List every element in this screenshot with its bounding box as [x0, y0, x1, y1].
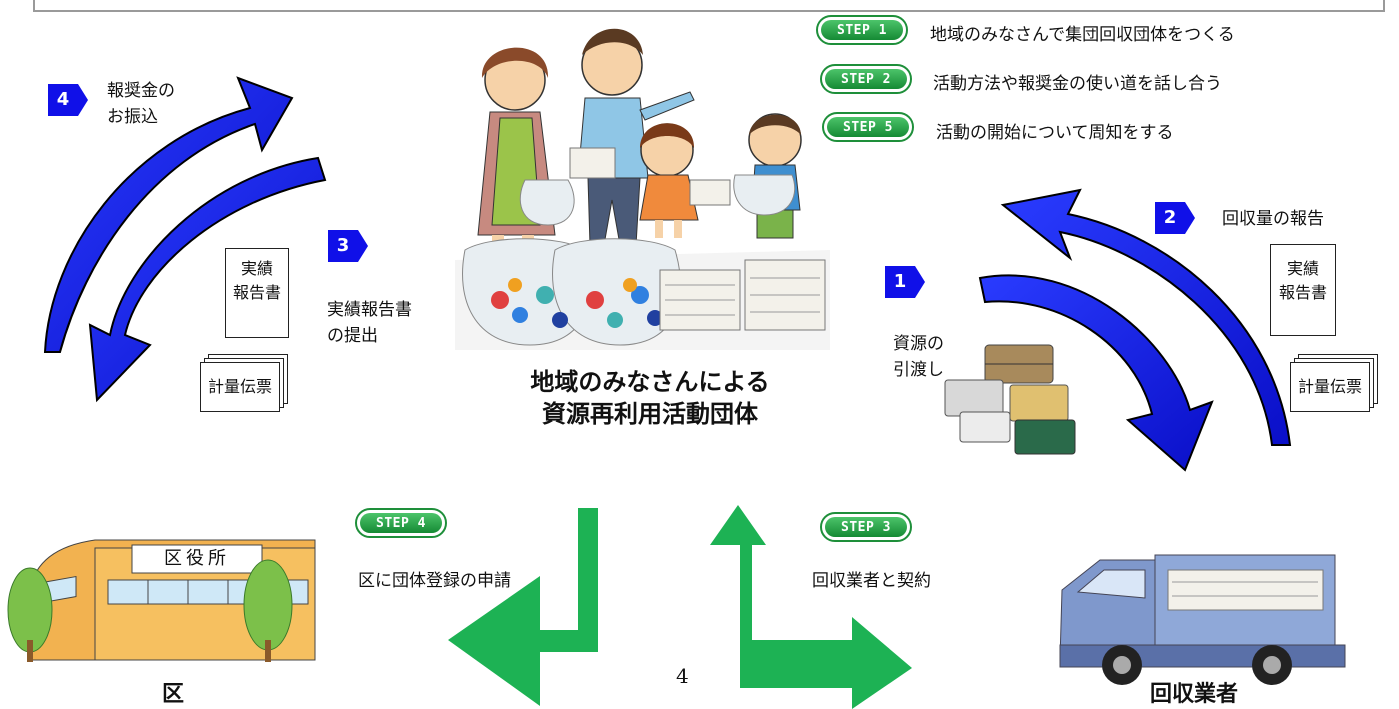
report-left-line-2: 報告書	[232, 283, 281, 302]
flow-4-line-1: 報奨金の	[107, 81, 175, 101]
step-3-label: STEP 3	[825, 517, 907, 537]
flow-arrow-1	[978, 274, 1214, 472]
report-document-left: 実績 報告書	[225, 248, 289, 338]
step-5-text: 活動の開始について周知をする	[936, 123, 1174, 143]
flow-arrow-2	[1000, 188, 1292, 446]
step-5-pill: STEP 5	[822, 112, 914, 142]
step-4-pill: STEP 4	[355, 508, 447, 538]
center-title-line-2: 資源再利用活動団体	[542, 400, 758, 428]
ward-label: 区	[162, 682, 185, 707]
step-1-pill: STEP 1	[816, 15, 908, 45]
page-number: 4	[676, 664, 689, 688]
flow-3-label: 実績報告書 の提出	[327, 297, 412, 349]
flow-1-line-1: 資源の	[893, 334, 944, 354]
flow-badge-4-number: 4	[56, 89, 70, 110]
flow-badge-3: 3	[328, 230, 368, 262]
flow-arrow-3	[88, 156, 327, 403]
flow-1-label: 資源の 引渡し	[893, 331, 944, 383]
flow-badge-3-number: 3	[336, 235, 350, 256]
step-1-label: STEP 1	[821, 20, 903, 40]
slip-document-right: 計量伝票	[1290, 362, 1370, 412]
step-1-text: 地域のみなさんで集団回収団体をつくる	[930, 25, 1235, 45]
ward-office-illustration	[7, 539, 316, 662]
slip-document-left: 計量伝票	[200, 362, 280, 412]
report-right-line-2: 報告書	[1278, 283, 1327, 302]
flow-4-label: 報奨金の お振込	[107, 78, 175, 130]
family-illustration	[455, 28, 830, 350]
flow-3-line-1: 実績報告書	[327, 300, 412, 320]
ward-office-sign: 区役所	[164, 548, 230, 569]
top-frame	[33, 0, 1385, 12]
step-2-text: 活動方法や報奨金の使い道を話し合う	[933, 74, 1222, 94]
flow-badge-2-number: 2	[1163, 207, 1177, 228]
collector-truck-illustration	[1059, 554, 1346, 685]
flow-badge-1-number: 1	[893, 271, 907, 292]
step-3-text: 回収業者と契約	[812, 571, 931, 591]
slip-left-text: 計量伝票	[207, 377, 272, 396]
flow-3-line-2: の提出	[327, 326, 378, 346]
report-left-line-1: 実績	[240, 259, 273, 278]
step-5-label: STEP 5	[827, 117, 909, 137]
slip-right-text: 計量伝票	[1297, 377, 1362, 396]
center-title: 地域のみなさんによる 資源再利用活動団体	[500, 366, 800, 430]
step-4-text: 区に団体登録の申請	[358, 571, 511, 591]
flow-badge-2: 2	[1155, 202, 1195, 234]
flow-badge-1: 1	[885, 266, 925, 298]
report-document-right: 実績 報告書	[1270, 244, 1336, 336]
step-4-label: STEP 4	[360, 513, 442, 533]
flow-2-line-1: 回収量の報告	[1222, 209, 1324, 229]
collector-label: 回収業者	[1150, 682, 1239, 707]
flow-2-label: 回収量の報告	[1222, 206, 1324, 232]
flow-1-line-2: 引渡し	[893, 360, 944, 380]
resource-bundles-illustration	[944, 344, 1076, 455]
green-arrow-step3	[710, 505, 912, 709]
badge-shapes	[48, 84, 1195, 298]
center-title-line-1: 地域のみなさんによる	[530, 368, 770, 396]
step-3-pill: STEP 3	[820, 512, 912, 542]
green-arrow-step4	[448, 508, 598, 706]
step-2-label: STEP 2	[825, 69, 907, 89]
step-2-pill: STEP 2	[820, 64, 912, 94]
flow-badge-4: 4	[48, 84, 88, 116]
flow-4-line-2: お振込	[107, 107, 158, 127]
flow-arrow-4	[43, 76, 294, 353]
report-right-line-1: 実績	[1286, 259, 1319, 278]
